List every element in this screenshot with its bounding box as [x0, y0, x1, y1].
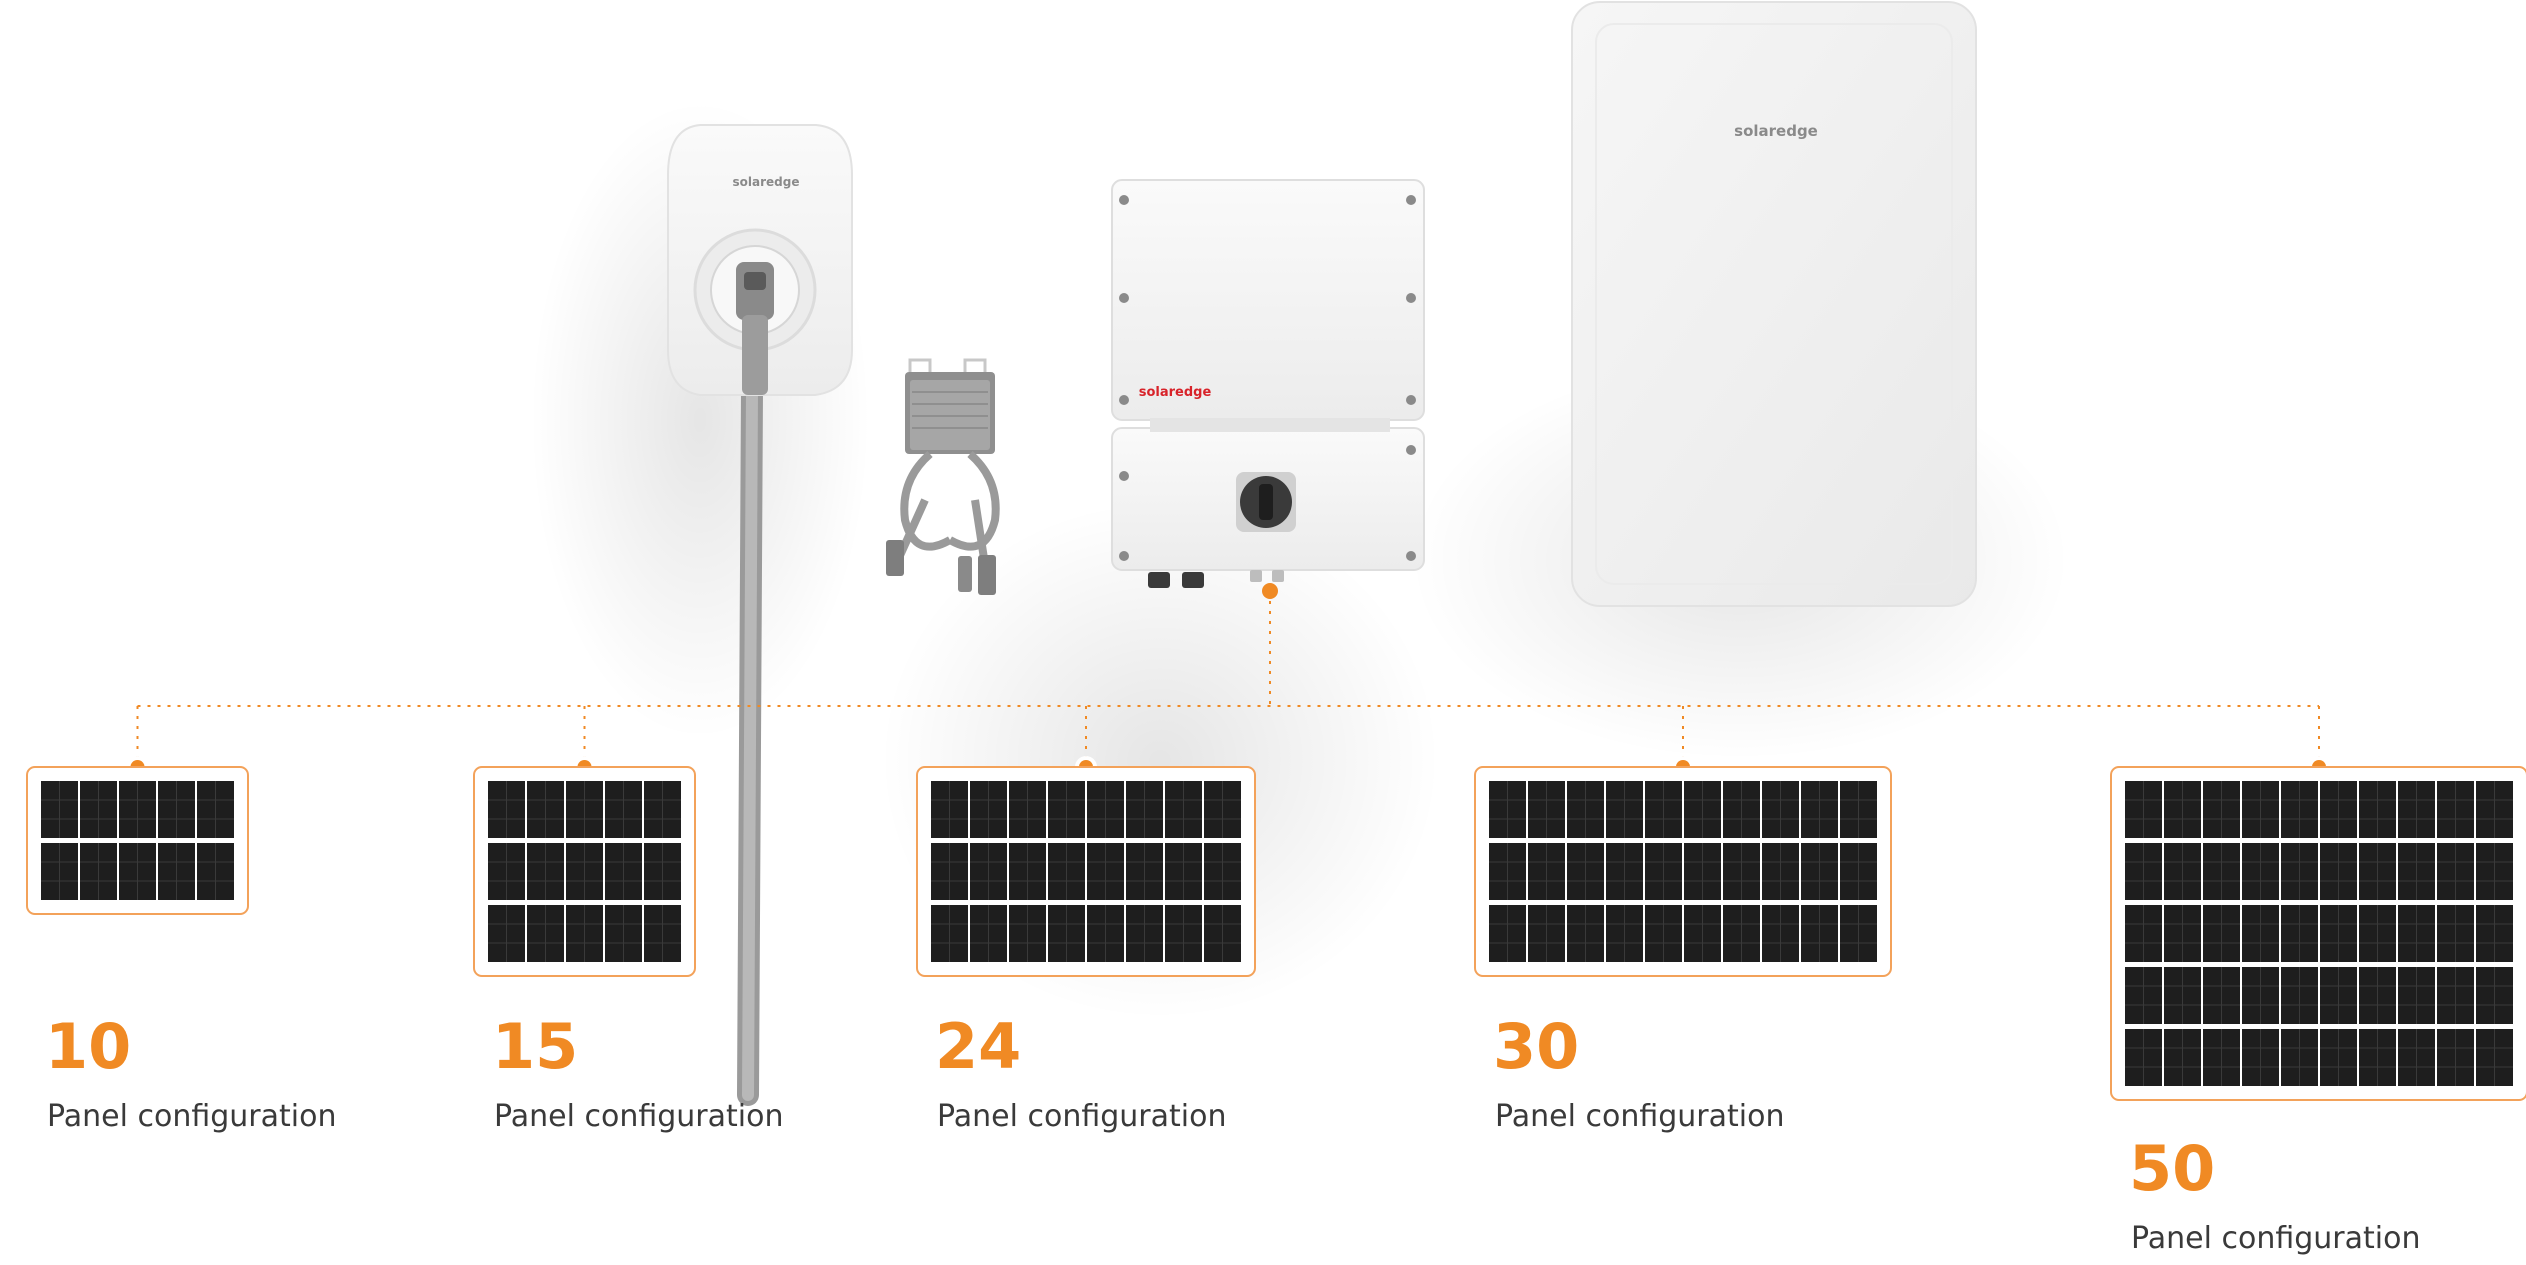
panel-configuration-label: Panel configuration — [2131, 1221, 2420, 1256]
solar-panel-grid — [488, 781, 681, 962]
panel-count: 10 — [45, 1010, 131, 1083]
panel-configuration-label: Panel configuration — [494, 1099, 783, 1134]
inverter-icon: solaredge — [1111, 179, 1425, 588]
home-battery-icon: solaredge — [1571, 1, 1977, 607]
inverter-output-dot — [1262, 583, 1278, 599]
solar-panel-grid — [931, 781, 1241, 962]
charger-brand-label: solaredge — [733, 175, 800, 189]
panel-configuration-label: Panel configuration — [47, 1099, 336, 1134]
panel-configuration-label: Panel configuration — [937, 1099, 1226, 1134]
solar-panel-grid — [1489, 781, 1877, 962]
panel-configuration-label: Panel configuration — [1495, 1099, 1784, 1134]
solar-panel-grid — [41, 781, 234, 900]
ev-charger-icon: solaredge — [667, 124, 853, 1106]
solar-panel-grid — [2125, 781, 2513, 1086]
panel-count: 15 — [492, 1010, 578, 1083]
inverter-brand-label: solaredge — [1139, 385, 1212, 400]
panel-count: 50 — [2129, 1132, 2215, 1205]
battery-brand-label: solaredge — [1734, 122, 1818, 140]
panel-count: 24 — [935, 1010, 1021, 1083]
power-optimizer-icon — [886, 358, 1000, 595]
panel-count: 30 — [1493, 1010, 1579, 1083]
